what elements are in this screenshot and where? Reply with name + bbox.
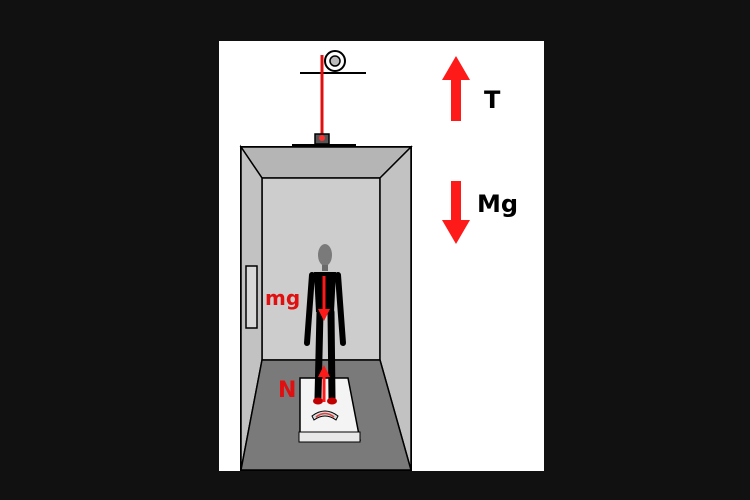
tension-arrow [442,56,470,121]
person-figure [304,244,346,405]
elevator-weight-label: Mg [477,190,519,218]
tension-label: T [484,86,501,114]
elevator-weight-arrow [442,181,470,244]
person-weight-label: mg [265,286,301,310]
cable-mount [292,133,356,146]
normal-force-arrow [318,365,330,402]
pulley [300,50,366,74]
normal-force-label: N [278,378,297,403]
person-weight-arrow [318,276,330,321]
